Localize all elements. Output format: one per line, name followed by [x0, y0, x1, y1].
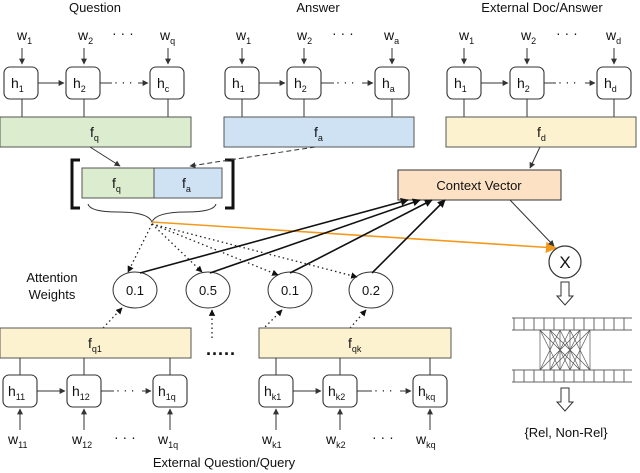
context-vector-box — [397, 169, 562, 201]
svg-text:· · ·: · · · — [558, 75, 577, 89]
output-label: {Rel, Non-Rel} — [524, 425, 608, 440]
question-word-2: w2 — [77, 27, 93, 46]
ext-q1-feature-bar — [0, 327, 192, 359]
svg-text:fa: fa — [314, 124, 323, 143]
svg-text:h1q: h1q — [158, 383, 176, 402]
down-arrow-icon — [555, 281, 575, 306]
concat-vector: fq fa — [70, 158, 235, 224]
ext-qk-word-1: wk1 — [261, 431, 282, 450]
svg-text:· · ·: · · · — [336, 75, 355, 89]
svg-text:· · ·: · · · — [116, 383, 135, 397]
svg-text:· · ·: · · · — [114, 429, 136, 445]
attention-weight-2 — [185, 271, 231, 309]
ext-q1-hidden-3 — [152, 374, 188, 408]
external-query-k-encoder: fqk hk1 hk2 hkq · · · wk1 wk2 · · · wkq — [258, 327, 452, 450]
external-doc-encoder: w1 w2 · · · wd h1 h2 hd · · · fd — [445, 25, 637, 148]
svg-text:· · ·: · · · — [372, 429, 394, 445]
svg-text:0.2: 0.2 — [362, 283, 380, 298]
svg-text:h1: h1 — [11, 75, 24, 94]
ext-q1-word-2: w12 — [71, 431, 92, 450]
concat-fq — [81, 167, 155, 199]
external-word-3: wd — [605, 27, 621, 46]
external-query-1-encoder: fq1 h11 h12 h1q · · · w11 w12 · · · w1q — [0, 327, 192, 450]
svg-text:0.5: 0.5 — [199, 283, 217, 298]
ext-qk-feature-bar — [258, 327, 452, 359]
question-title: Question — [69, 0, 121, 15]
question-dots-top: · · · — [112, 25, 134, 41]
svg-text:h11: h11 — [8, 383, 25, 402]
ext-qk-hidden-3 — [412, 374, 448, 408]
svg-text:0.1: 0.1 — [126, 283, 144, 298]
external-hidden-1 — [446, 66, 482, 100]
svg-text:h1: h1 — [232, 75, 245, 94]
attention-weight-3 — [267, 271, 313, 309]
svg-text:· · ·: · · · — [332, 25, 354, 41]
answer-hidden-3 — [374, 66, 410, 100]
svg-text:hk2: hk2 — [328, 383, 345, 402]
down-arrow-icon-2 — [555, 387, 575, 412]
svg-text:h12: h12 — [72, 383, 90, 402]
answer-encoder: w1 w2 · · · wa h1 h2 ha · · · fa — [223, 25, 415, 148]
svg-text:0.1: 0.1 — [281, 283, 299, 298]
svg-text:hkq: hkq — [418, 383, 435, 402]
attention-weight-4 — [348, 271, 394, 309]
svg-text:hc: hc — [157, 75, 170, 94]
svg-text:fq: fq — [112, 175, 121, 194]
ext-qk-word-3: wkq — [415, 431, 436, 450]
answer-word-3: wa — [383, 27, 399, 46]
svg-text:ha: ha — [382, 75, 395, 94]
between-queries-dots: ····· — [206, 344, 236, 364]
svg-text:fq: fq — [90, 124, 99, 143]
svg-text:fq1: fq1 — [88, 335, 102, 354]
multiply-node — [548, 245, 582, 279]
context-vector-label: Context Vector — [436, 178, 522, 193]
ext-qk-word-2: wk2 — [325, 431, 346, 450]
svg-text:· · ·: · · · — [374, 383, 393, 397]
question-word-3: wq — [159, 27, 175, 46]
concat-fa — [153, 167, 223, 199]
attention-weight-1 — [112, 271, 158, 309]
answer-hidden-2 — [286, 66, 322, 100]
attention-weights: 0.1 0.5 0.1 0.2 — [112, 271, 394, 309]
external-doc-title: External Doc/Answer — [481, 0, 603, 15]
svg-text:· · ·: · · · — [556, 25, 578, 41]
external-query-title: External Question/Query — [153, 455, 296, 470]
question-hidden-3 — [149, 66, 185, 100]
svg-text:fa: fa — [182, 175, 191, 194]
answer-word-2: w2 — [296, 27, 312, 46]
answer-hidden-1 — [224, 66, 260, 100]
svg-text:fd: fd — [537, 124, 546, 143]
ext-q1-word-3: w1q — [157, 431, 178, 450]
external-feature-bar — [445, 116, 637, 148]
answer-word-1: w1 — [235, 27, 251, 46]
svg-text:h1: h1 — [454, 75, 467, 94]
external-hidden-2 — [509, 66, 545, 100]
svg-text:h2: h2 — [73, 75, 86, 94]
answer-title: Answer — [296, 0, 340, 15]
external-word-2: w2 — [520, 27, 536, 46]
question-hidden-1 — [3, 66, 39, 100]
question-feature-bar — [0, 116, 192, 148]
question-word-1: w1 — [16, 27, 32, 46]
svg-text:hd: hd — [604, 75, 617, 94]
svg-text:h2: h2 — [517, 75, 530, 94]
question-encoder: w1 w2 · · · wq h1 h2 hc · · · fq — [0, 25, 192, 148]
classifier-network — [512, 317, 632, 383]
svg-text:hk1: hk1 — [264, 383, 281, 402]
question-hidden-2 — [65, 66, 101, 100]
multiply-label: X — [559, 253, 570, 272]
external-word-1: w1 — [458, 27, 474, 46]
svg-text:fqk: fqk — [348, 335, 362, 354]
ext-q1-word-1: w11 — [7, 431, 27, 450]
svg-text:· · ·: · · · — [114, 75, 133, 89]
svg-text:h2: h2 — [294, 75, 307, 94]
external-hidden-3 — [596, 66, 632, 100]
answer-feature-bar — [223, 116, 415, 148]
